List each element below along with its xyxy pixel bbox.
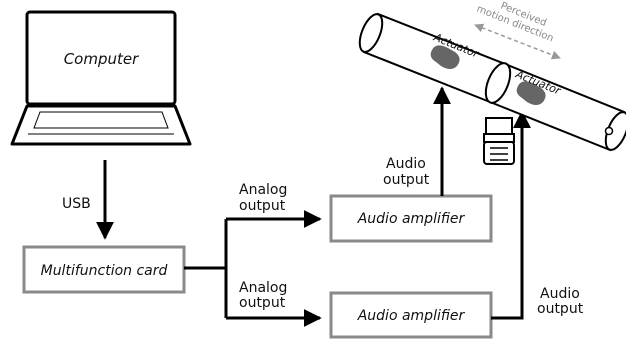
analog-output-bottom-line2: output (239, 295, 286, 311)
usb-label: USB (62, 196, 91, 212)
audio-amplifier-bottom-box (329, 291, 493, 339)
analog-output-top-line1: Analog (239, 182, 287, 198)
audio-output-bottom-line2: output (537, 301, 584, 317)
audio-amplifier-bottom-label: Audio amplifier (357, 308, 466, 324)
analog-output-lines (184, 210, 322, 327)
audio-amplifier-top-label: Audio amplifier (357, 211, 466, 227)
audio-amplifier-top-box (329, 194, 493, 243)
motion-direction-arrow (474, 23, 561, 60)
analog-output-top-line2: output (239, 198, 286, 214)
laptop-icon (10, 10, 192, 146)
actuator-tube-icon (358, 12, 626, 165)
audio-output-top-line1: Audio (386, 156, 426, 172)
audio-output-bottom-line1: Audio (540, 286, 580, 302)
audio-output-top-line2: output (383, 172, 430, 188)
computer-label: Computer (64, 50, 139, 68)
audio-output-bottom-arrow (491, 110, 531, 320)
multifunction-card-label: Multifunction card (41, 263, 168, 279)
analog-output-bottom-line1: Analog (239, 280, 287, 296)
